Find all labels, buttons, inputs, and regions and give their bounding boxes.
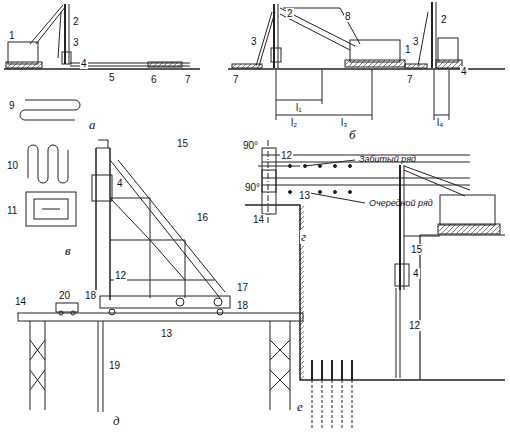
callout-number: 19 — [108, 360, 121, 371]
callout-number: l₃ — [340, 117, 348, 128]
callout-number: 2 — [286, 8, 294, 19]
callout-number: 4 — [412, 268, 420, 279]
row-note: Очередной ряд — [368, 198, 434, 209]
callout-number: 90° — [242, 140, 259, 151]
callout-number: 2 — [72, 16, 80, 27]
callout-number: 20 — [58, 290, 71, 301]
panel-letter: б — [348, 128, 357, 142]
callout-number: 15 — [410, 244, 423, 255]
scheme-g — [258, 140, 470, 225]
panel-letter: а — [88, 118, 97, 132]
callout-number: l₂ — [290, 117, 298, 128]
scheme-b — [228, 2, 505, 120]
callout-number: 4 — [116, 178, 124, 189]
callout-number: 14 — [14, 296, 27, 307]
scheme-e — [245, 165, 505, 430]
scheme-v — [20, 100, 80, 226]
row-note: Забитый ряд — [358, 154, 417, 165]
callout-number: 12 — [408, 320, 421, 331]
callout-number: 18 — [236, 300, 249, 311]
callout-number: 11 — [6, 205, 18, 216]
callout-number: l₁ — [295, 102, 303, 113]
callout-number: 15 — [176, 138, 189, 149]
callout-number: 3 — [412, 36, 420, 47]
callout-number: 10 — [6, 160, 19, 171]
callout-number: 9 — [8, 100, 16, 111]
scheme-a — [4, 4, 200, 69]
callout-number: 1 — [404, 44, 412, 55]
callout-number: 90° — [244, 182, 261, 193]
scheme-d — [18, 140, 303, 412]
callout-number: 7 — [232, 74, 240, 85]
callout-number: 3 — [72, 37, 80, 48]
callout-number: 5 — [108, 72, 116, 83]
callout-number: 4 — [80, 58, 88, 69]
panel-letter: в — [64, 244, 72, 258]
callout-number: 13 — [160, 328, 173, 339]
panel-letter: г — [300, 230, 307, 244]
callout-number: l₄ — [436, 117, 444, 128]
callout-number: 3 — [250, 36, 258, 47]
callout-number: 4 — [460, 66, 468, 77]
callout-number: 12 — [280, 150, 293, 161]
callout-number: 1 — [8, 30, 16, 41]
callout-number: 12 — [114, 270, 127, 281]
callout-number: 8 — [344, 11, 352, 22]
callout-number: 2 — [440, 14, 448, 25]
callout-number: 6 — [150, 74, 158, 85]
callout-number: 16 — [196, 212, 209, 223]
callout-number: 18 — [84, 290, 97, 301]
panel-letter: е — [296, 400, 304, 414]
callout-number: 14 — [252, 214, 265, 225]
callout-number: 7 — [184, 74, 192, 85]
callout-number: 7 — [406, 74, 414, 85]
callout-number: 13 — [298, 190, 311, 201]
callout-number: 17 — [236, 282, 249, 293]
panel-letter: д — [112, 414, 121, 428]
